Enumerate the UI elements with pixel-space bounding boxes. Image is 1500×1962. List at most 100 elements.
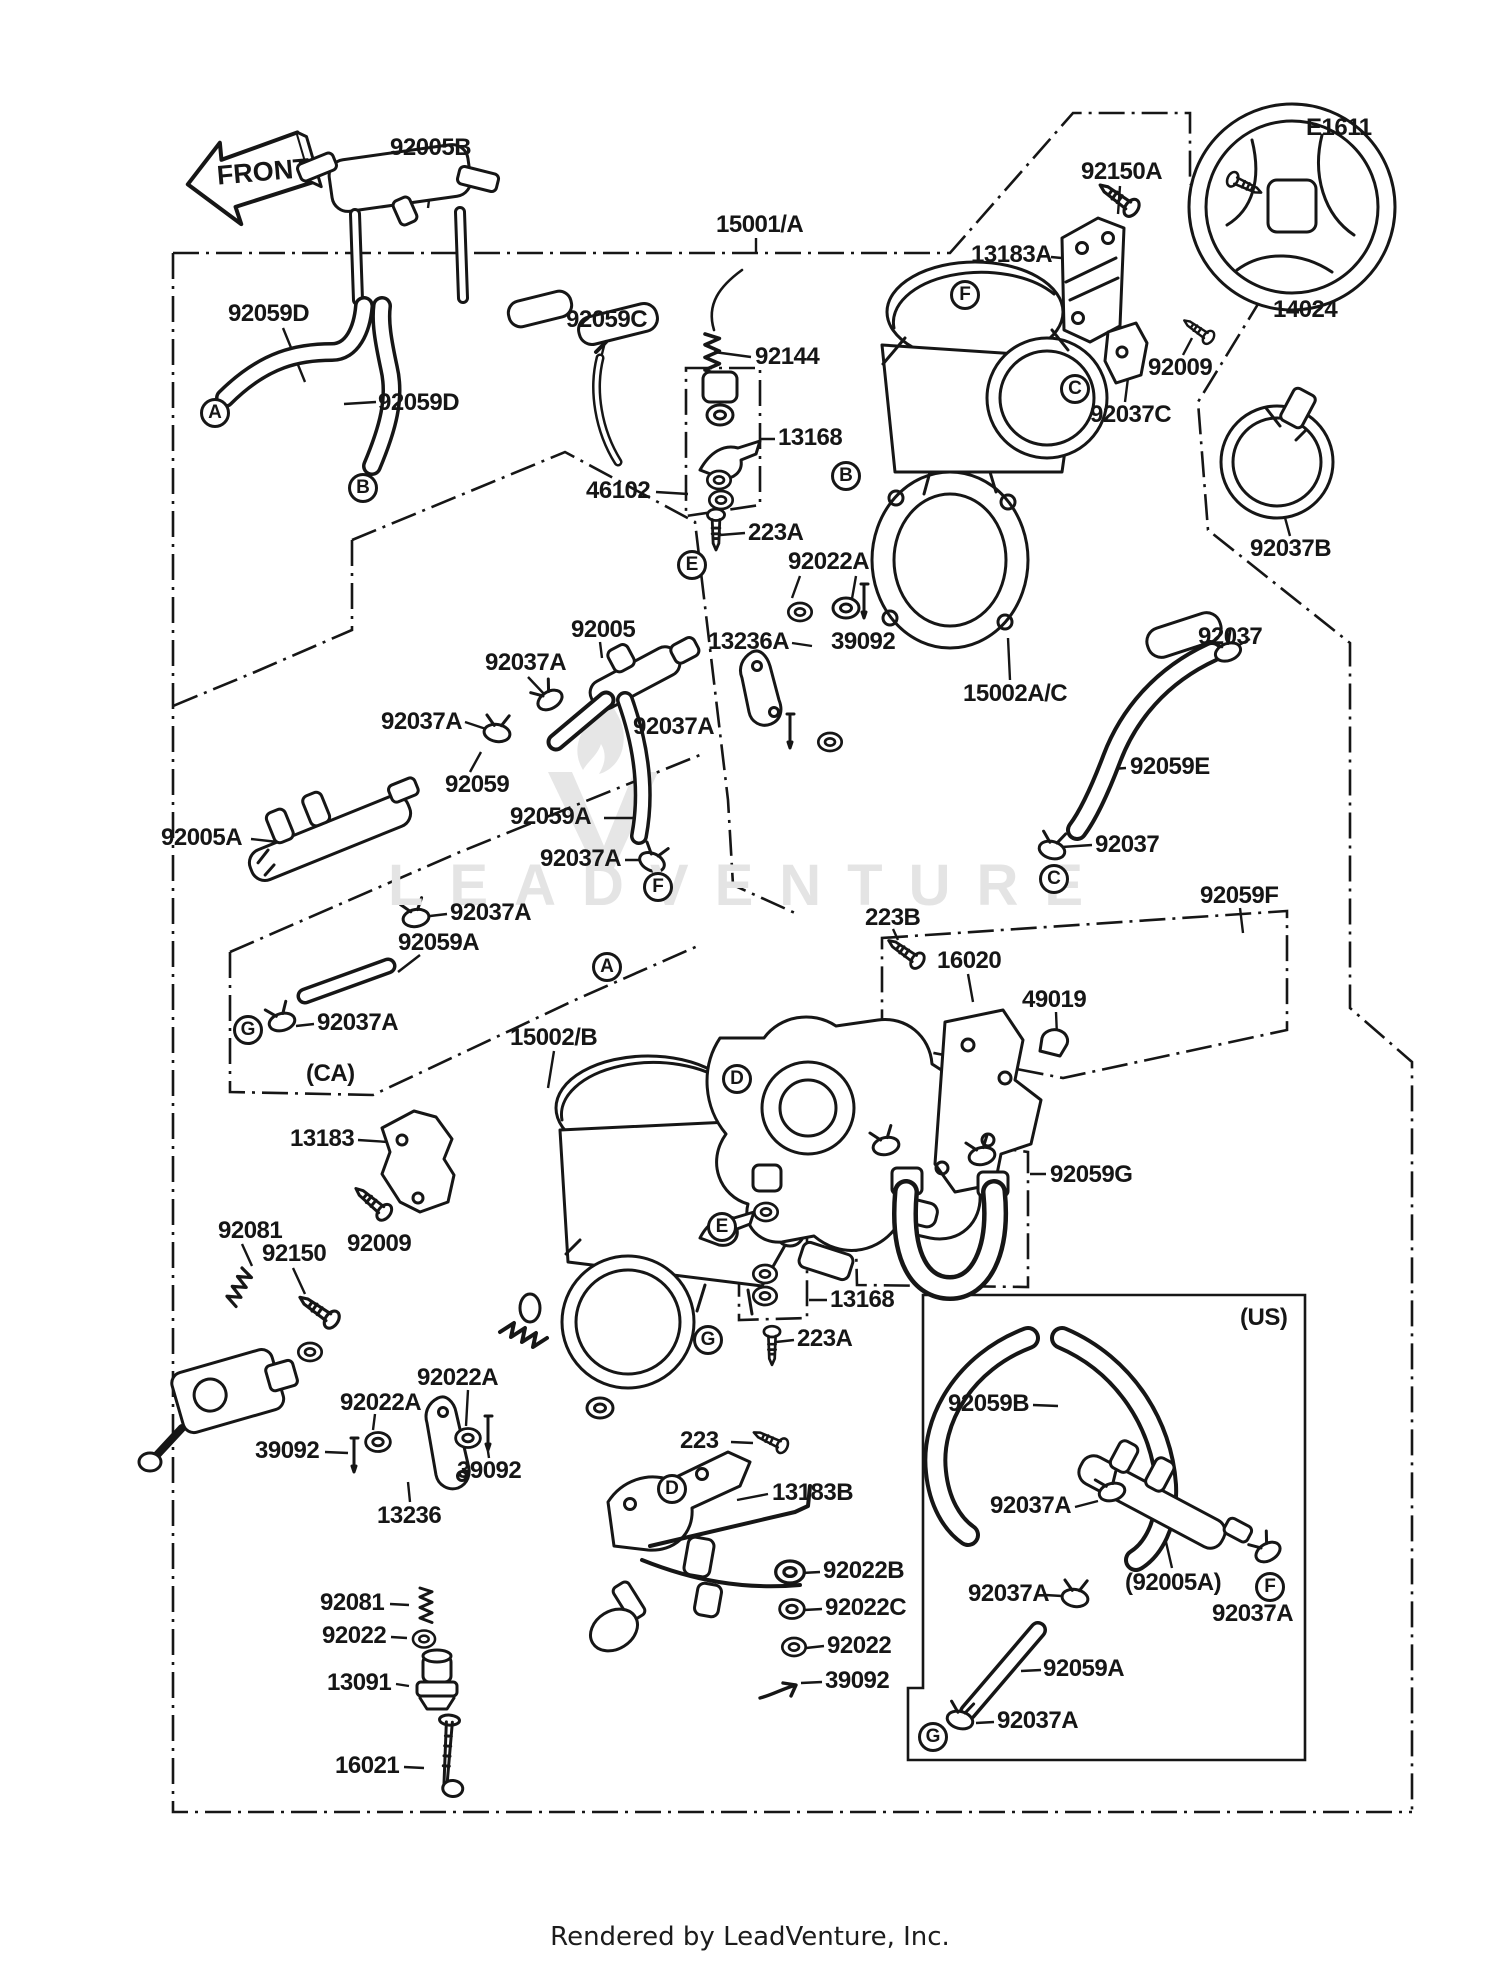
part-label-92037b: 92037B bbox=[1250, 535, 1332, 562]
part-label-92005: 92005 bbox=[571, 616, 636, 643]
us-region-box bbox=[906, 1293, 1307, 1762]
part-label-39092: 39092 bbox=[831, 628, 896, 655]
callout-circle-d-6: D bbox=[657, 1474, 687, 1504]
watermark-text: LEADVENTURE bbox=[388, 853, 1109, 918]
part-label-e1611: E1611 bbox=[1306, 114, 1372, 141]
callout-circle-c-3: C bbox=[1060, 374, 1090, 404]
manifold-92005a bbox=[247, 776, 420, 882]
part-label-92022c: 92022C bbox=[825, 1594, 907, 1621]
part-label-92059f: 92059F bbox=[1200, 882, 1279, 909]
callout-circle-f-9: F bbox=[950, 280, 980, 310]
us-clips-and-tube bbox=[943, 1468, 1286, 1734]
part-label-92022: 92022 bbox=[322, 1622, 387, 1649]
clamp-92037b bbox=[1219, 386, 1335, 520]
part-label-92059c: 92059C bbox=[566, 306, 648, 333]
part-label-92059b: 92059B bbox=[948, 1390, 1030, 1417]
callout-circle-b-1: B bbox=[348, 473, 378, 503]
part-label-92022a: 92022A bbox=[340, 1389, 422, 1416]
part-label-92059g: 92059G bbox=[1050, 1161, 1133, 1188]
fuel-tee-92005b bbox=[296, 143, 501, 227]
part-label-92005b: 92005B bbox=[390, 134, 472, 161]
part-label-46102: 46102 bbox=[586, 477, 651, 504]
part-label-92037: 92037 bbox=[1198, 623, 1263, 650]
part-label-92059a: 92059A bbox=[398, 929, 480, 956]
part-label-39092: 39092 bbox=[457, 1457, 522, 1484]
callout-circle-a-0: A bbox=[200, 398, 230, 428]
cover-14024 bbox=[1187, 102, 1397, 312]
part-label-13236a: 13236A bbox=[708, 628, 790, 655]
part-label-223a: 223A bbox=[748, 519, 804, 546]
part-label-92059a: 92059A bbox=[1043, 1655, 1125, 1682]
hose-92059e bbox=[1035, 611, 1245, 864]
bracket-13183 bbox=[223, 1109, 456, 1363]
part-label-15001-a: 15001/A bbox=[716, 211, 804, 238]
part-label-92022a: 92022A bbox=[417, 1364, 499, 1391]
part-label-49019: 49019 bbox=[1022, 986, 1087, 1013]
callout-circle-g-13: G bbox=[693, 1325, 723, 1355]
part-label-13236: 13236 bbox=[377, 1502, 442, 1529]
part-label-14024: 14024 bbox=[1273, 296, 1338, 323]
part-label-92005a: 92005A bbox=[161, 824, 243, 851]
link-13236 bbox=[349, 1395, 494, 1491]
part-label-223: 223 bbox=[680, 1427, 719, 1454]
bracket-13183a bbox=[1060, 175, 1218, 385]
part-label-92037a: 92037A bbox=[381, 708, 463, 735]
part-label-92059a: 92059A bbox=[510, 803, 592, 830]
part-label-92037a: 92037A bbox=[633, 713, 715, 740]
part-label-13168: 13168 bbox=[778, 424, 843, 451]
callout-circle-c-4: C bbox=[1039, 864, 1069, 894]
part-label-92037a: 92037A bbox=[997, 1707, 1079, 1734]
callout-circle-b-2: B bbox=[831, 461, 861, 491]
part-label-13168: 13168 bbox=[830, 1286, 895, 1313]
callout-circle-a-15: A bbox=[592, 952, 622, 982]
part-label-92150: 92150 bbox=[262, 1240, 327, 1267]
part-label-92150a: 92150A bbox=[1081, 158, 1163, 185]
part-label-92022a: 92022A bbox=[788, 548, 870, 575]
callout-circle-f-10: F bbox=[643, 872, 673, 902]
part-label-92059: 92059 bbox=[445, 771, 510, 798]
part-label-ca: (CA) bbox=[306, 1060, 355, 1087]
enrichener-body bbox=[137, 1348, 299, 1473]
part-label-223b: 223B bbox=[865, 904, 921, 931]
part-label-92059d: 92059D bbox=[378, 389, 460, 416]
part-label-92022: 92022 bbox=[827, 1632, 892, 1659]
part-label-15002a-c: 15002A/C bbox=[963, 680, 1068, 707]
callout-circle-d-5: D bbox=[722, 1064, 752, 1094]
part-label-92037a: 92037A bbox=[540, 845, 622, 872]
washer-column bbox=[758, 1559, 808, 1700]
part-label-92009: 92009 bbox=[347, 1230, 412, 1257]
choke-link-13236a bbox=[738, 582, 870, 753]
callout-circle-g-12: G bbox=[233, 1015, 263, 1045]
part-label-92144: 92144 bbox=[755, 343, 820, 370]
callout-circle-e-8: E bbox=[707, 1212, 737, 1242]
part-label-92081: 92081 bbox=[218, 1217, 283, 1244]
part-label-us: (US) bbox=[1240, 1304, 1288, 1331]
part-label-92037a: 92037A bbox=[990, 1492, 1072, 1519]
part-label-15002-b: 15002/B bbox=[510, 1024, 598, 1051]
part-label-92005a: (92005A) bbox=[1125, 1569, 1222, 1596]
tube-92059 bbox=[546, 690, 616, 752]
ca-tube-92059a bbox=[263, 957, 397, 1036]
part-label-39092: 39092 bbox=[825, 1667, 890, 1694]
part-label-16020: 16020 bbox=[937, 947, 1002, 974]
part-label-92059d: 92059D bbox=[228, 300, 310, 327]
part-label-92009: 92009 bbox=[1148, 354, 1213, 381]
footer-credit: Rendered by LeadVenture, Inc. bbox=[550, 1922, 950, 1952]
part-label-92037a: 92037A bbox=[317, 1009, 399, 1036]
part-label-92037a: 92037A bbox=[1212, 1600, 1294, 1627]
part-label-13091: 13091 bbox=[327, 1669, 392, 1696]
carburetor-upper-15002ac bbox=[870, 260, 1109, 650]
hoses-92059d bbox=[215, 206, 469, 476]
part-label-92037a: 92037A bbox=[450, 899, 532, 926]
tube-92059a-mid bbox=[616, 691, 652, 845]
leadventure-watermark-logo bbox=[548, 688, 658, 868]
u-hose-92059g bbox=[867, 1123, 1010, 1301]
part-label-92059e: 92059E bbox=[1130, 753, 1210, 780]
part-label-92037a: 92037A bbox=[485, 649, 567, 676]
tubes-92059c bbox=[506, 289, 659, 347]
part-label-223a: 223A bbox=[797, 1325, 853, 1352]
callout-circle-g-14: G bbox=[918, 1722, 948, 1752]
part-label-13183b: 13183B bbox=[772, 1479, 854, 1506]
